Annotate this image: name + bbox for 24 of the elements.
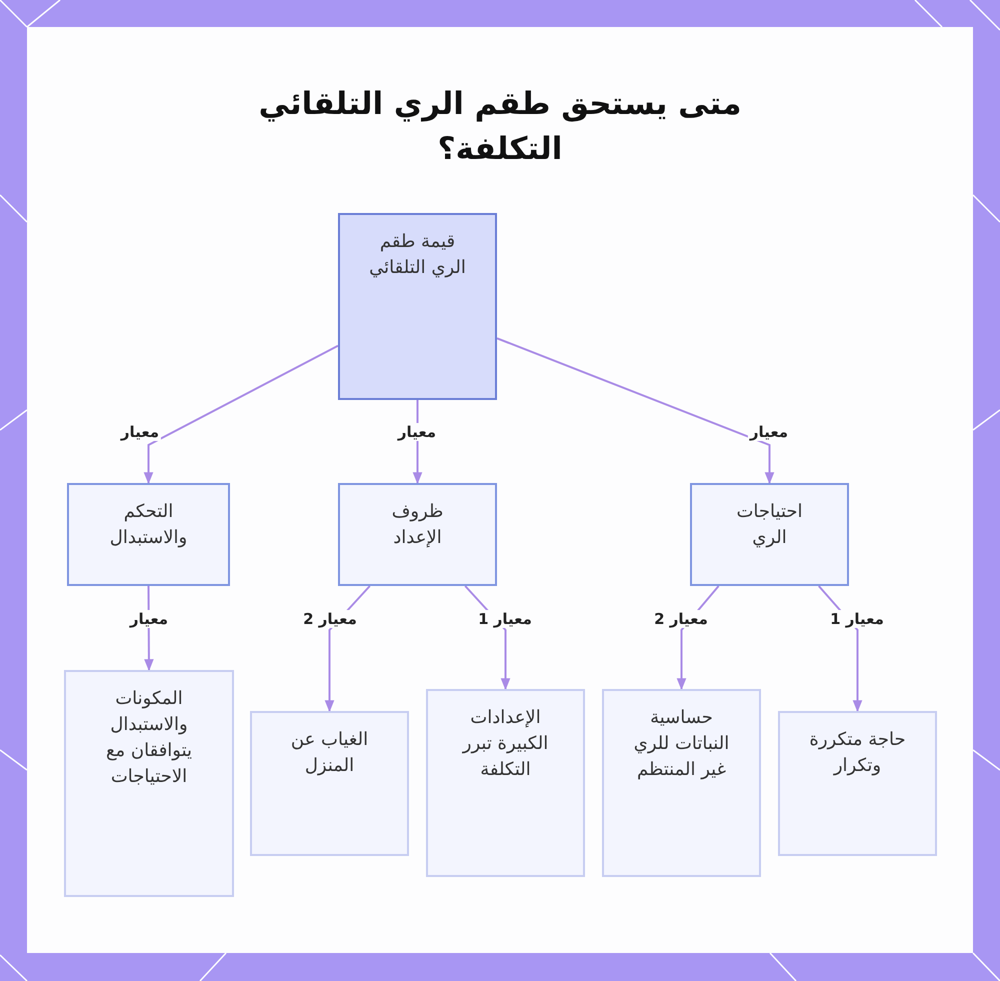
process-box [778, 711, 937, 856]
box-text: حاجة متكررة وتكرار [808, 728, 907, 778]
process-box [64, 670, 234, 897]
box-text: قيمة طقم الري التلقائي [368, 230, 467, 280]
arrow [496, 337, 774, 484]
box-text: ظروف الإعداد [390, 500, 444, 550]
process-box [602, 689, 761, 877]
edge-label: معيار 2 [301, 610, 359, 628]
box-text: الغياب عن المنزل [290, 728, 370, 778]
box-text: احتياجات الري [735, 500, 804, 550]
box-text: التحكم والاستبدال [108, 500, 188, 550]
process-box [338, 483, 497, 586]
edge-label: معيار [118, 423, 162, 441]
process-box [426, 689, 585, 877]
box-text: حساسية النباتات للري غير المنتظم [632, 706, 730, 782]
box-text: المكونات والاستبدال يتوافقان مع الاحتياجات [104, 687, 194, 790]
diagram-title: متى يستحق طقم الري التلقائي التكلفة؟ [258, 85, 742, 169]
process-box [67, 483, 230, 586]
edge-label: معيار 2 [652, 610, 710, 628]
process-box [250, 711, 409, 856]
box-text: الإعدادات الكبيرة تبرر التكلفة [461, 706, 550, 782]
arrow [144, 344, 338, 484]
process-box [338, 213, 497, 400]
process-box [690, 483, 849, 586]
